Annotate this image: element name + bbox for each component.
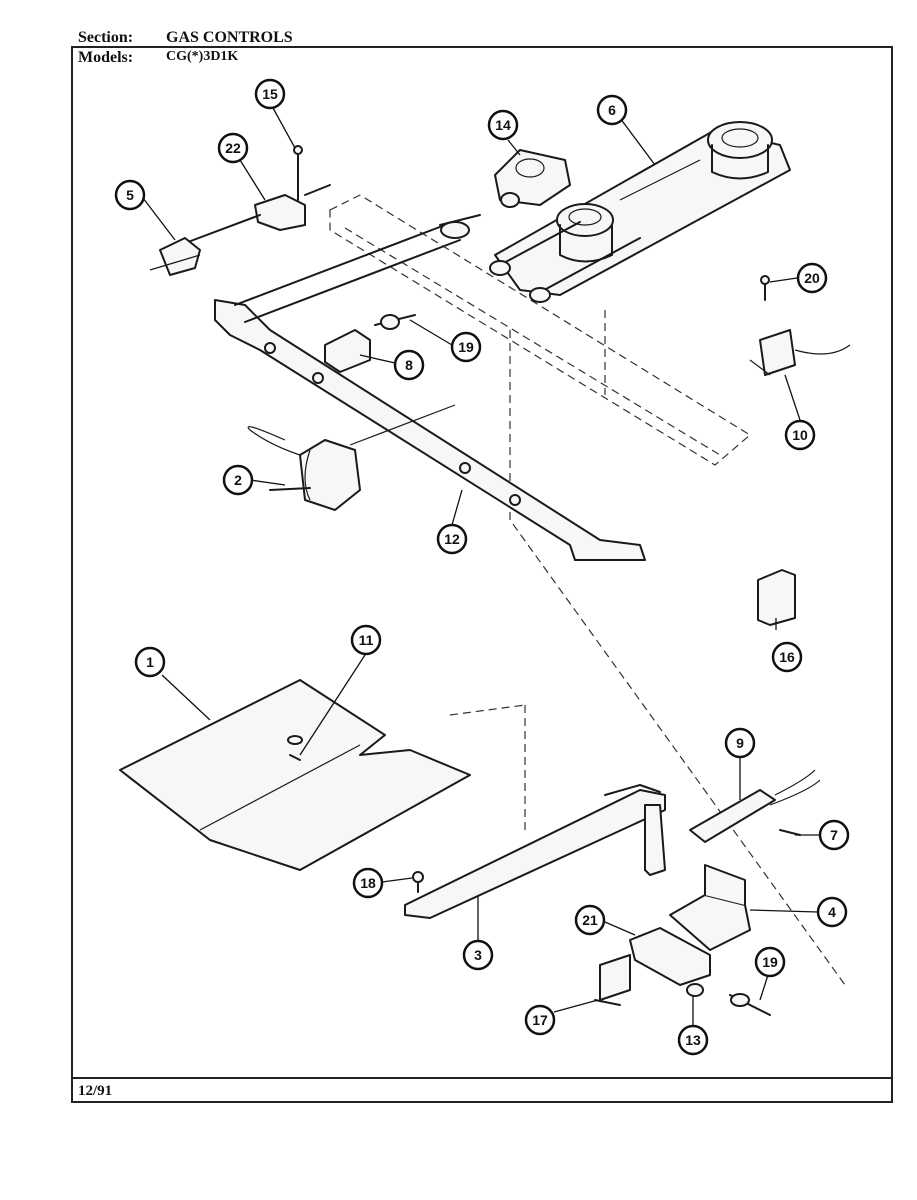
svg-text:3: 3 xyxy=(474,947,482,963)
svg-text:11: 11 xyxy=(359,632,374,648)
diagram-frame xyxy=(71,46,893,1103)
heat-shield xyxy=(119,679,471,871)
models-value: CG(*)3D1K xyxy=(166,49,239,64)
svg-text:19: 19 xyxy=(458,339,474,355)
svg-text:6: 6 xyxy=(608,102,616,118)
callout-5: 5 xyxy=(114,179,146,211)
callout-17: 17 xyxy=(524,1004,556,1036)
svg-text:16: 16 xyxy=(779,649,795,665)
models-label: Models: xyxy=(78,49,134,66)
safety-valve-assembly xyxy=(594,927,771,1016)
svg-text:4: 4 xyxy=(828,904,836,920)
callout-21: 21 xyxy=(574,904,606,936)
svg-text:14: 14 xyxy=(495,117,511,133)
callout-14: 14 xyxy=(487,109,519,141)
callout-20: 20 xyxy=(796,262,828,294)
callout-16: 16 xyxy=(771,641,803,673)
callout-15: 15 xyxy=(254,78,286,110)
callout-7: 7 xyxy=(818,819,850,851)
svg-text:20: 20 xyxy=(804,270,820,286)
callout-12: 12 xyxy=(436,523,468,555)
svg-text:22: 22 xyxy=(225,140,241,156)
spark-module xyxy=(757,569,796,626)
ignitor-bracket xyxy=(669,864,751,951)
thermostat xyxy=(247,404,456,511)
leader-lines xyxy=(142,107,820,1025)
valve-with-stem xyxy=(149,184,331,276)
callout-13: 13 xyxy=(677,1024,709,1056)
callout-3: 3 xyxy=(462,939,494,971)
callout-2: 2 xyxy=(222,464,254,496)
svg-text:2: 2 xyxy=(234,472,242,488)
svg-text:15: 15 xyxy=(262,86,278,102)
svg-text:7: 7 xyxy=(830,827,838,843)
svg-text:19: 19 xyxy=(762,954,778,970)
svg-text:13: 13 xyxy=(685,1032,701,1048)
burner-support-bracket xyxy=(329,194,846,986)
footer-divider xyxy=(71,1077,893,1079)
orifice-holder xyxy=(494,149,571,208)
callout-6: 6 xyxy=(596,94,628,126)
section-title: GAS CONTROLS xyxy=(166,29,293,46)
callout-22: 22 xyxy=(217,132,249,164)
callout-19-bottom: 19 xyxy=(754,946,786,978)
burner-assembly xyxy=(489,121,791,303)
svg-text:10: 10 xyxy=(792,427,808,443)
screws xyxy=(289,145,801,893)
svg-text:12: 12 xyxy=(444,531,460,547)
svg-text:5: 5 xyxy=(126,187,134,203)
callout-4: 4 xyxy=(816,896,848,928)
svg-text:9: 9 xyxy=(736,735,744,751)
callout-9: 9 xyxy=(724,727,756,759)
svg-text:8: 8 xyxy=(405,357,413,373)
callout-1: 1 xyxy=(134,646,166,678)
svg-text:18: 18 xyxy=(360,875,376,891)
gas-manifold xyxy=(214,214,646,561)
valve-assembly xyxy=(324,314,416,373)
callout-8: 8 xyxy=(393,349,425,381)
section-label: Section: xyxy=(78,29,134,46)
callout-11: 11 xyxy=(350,624,382,656)
bake-ignitor xyxy=(689,769,821,843)
bake-burner-tube xyxy=(404,784,666,919)
svg-text:21: 21 xyxy=(582,912,598,928)
callout-10: 10 xyxy=(784,419,816,451)
ignitor xyxy=(749,329,851,376)
callout-19-top: 19 xyxy=(450,331,482,363)
callout-18: 18 xyxy=(352,867,384,899)
svg-text:1: 1 xyxy=(146,654,154,670)
svg-text:17: 17 xyxy=(532,1012,548,1028)
revision-date: 12/91 xyxy=(78,1083,113,1099)
